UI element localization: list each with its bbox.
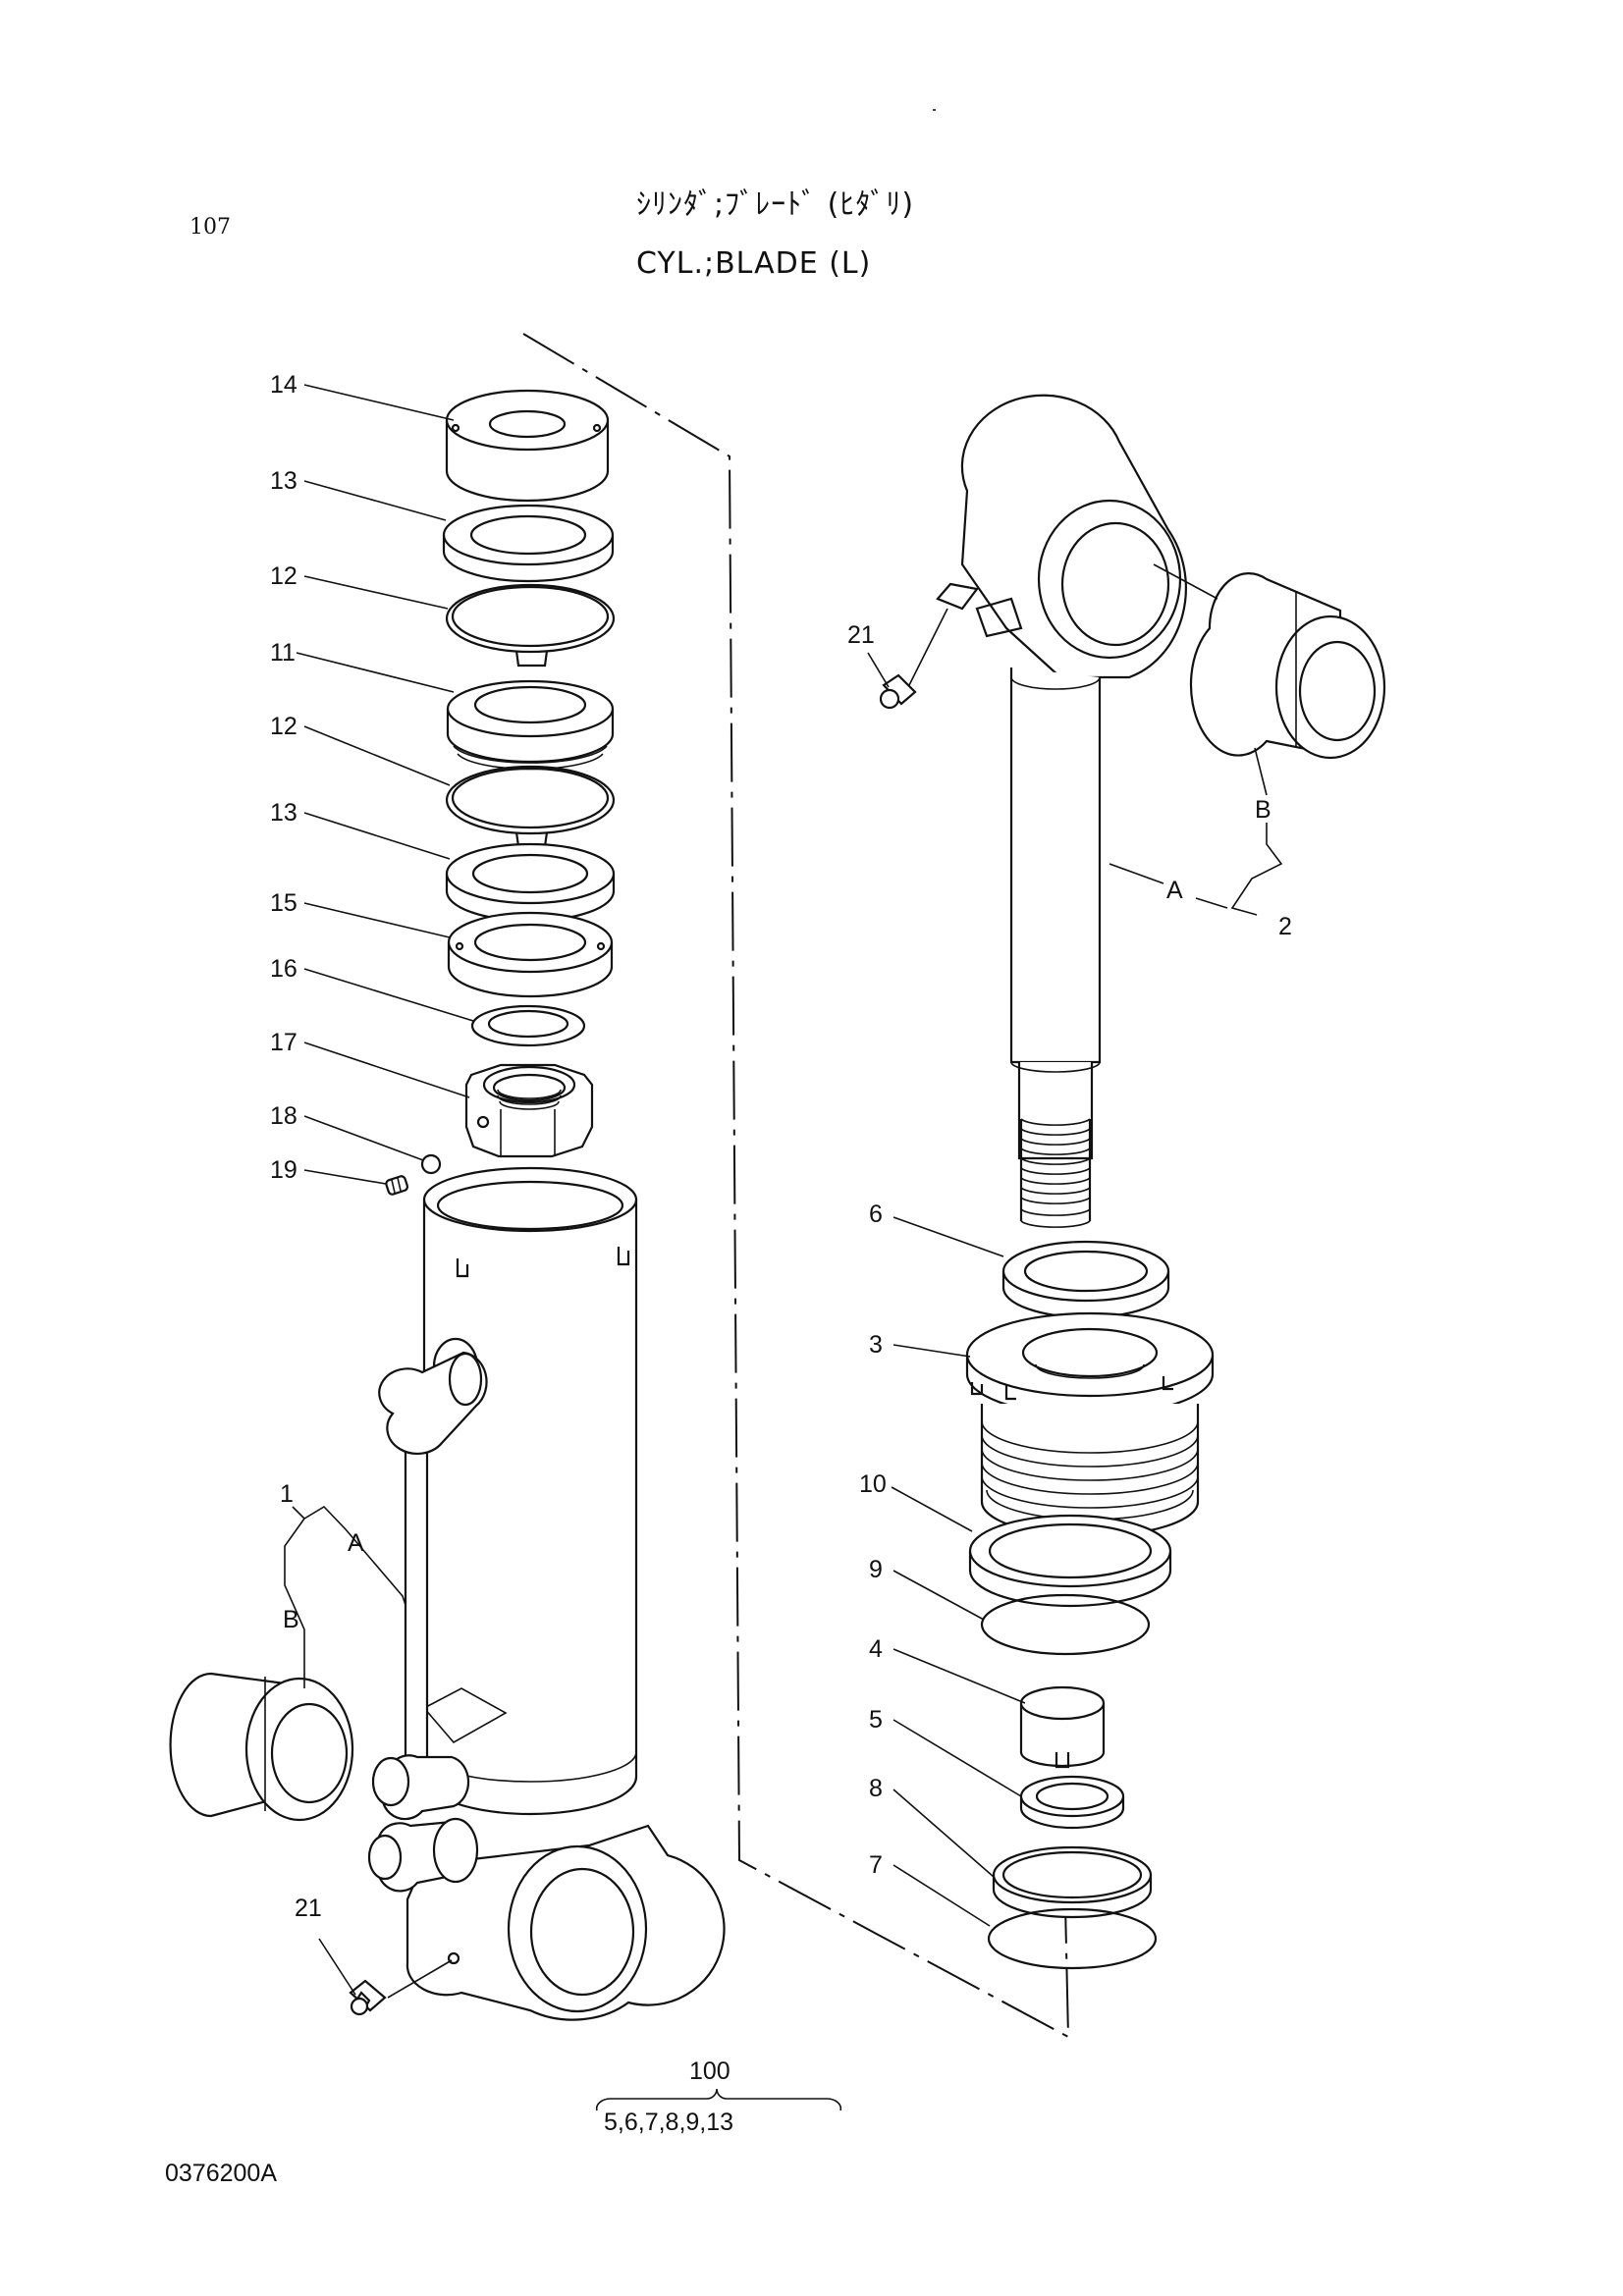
assembly-phantom-line: [522, 333, 1070, 2039]
callout-21-left: 21: [295, 1895, 322, 1922]
kit-number: 100: [689, 2057, 730, 2085]
callout-9: 9: [869, 1556, 883, 1583]
left-grease-fitting: [349, 1979, 387, 2016]
piston-rod: [936, 394, 1187, 1228]
callout-15: 15: [270, 889, 298, 917]
part-16-o-ring: [470, 1004, 586, 1047]
callout-2: 2: [1278, 913, 1292, 940]
right-bushing: [1189, 572, 1386, 760]
callout-4: 4: [869, 1635, 883, 1663]
page-number: 107: [189, 215, 231, 240]
leader-lines: [284, 384, 1283, 1999]
callout-10: 10: [859, 1470, 887, 1498]
callout-13-lower: 13: [270, 799, 298, 827]
part-12-backup-ring-lower: [445, 765, 616, 848]
part-18-ball: [420, 1153, 442, 1175]
part-10-ring: [968, 1514, 1172, 1608]
callout-7: 7: [869, 1851, 883, 1879]
part-15-ring: [447, 911, 614, 998]
callout-labels: 14 13 12 11 12 13 15 16 17 18 19 1 A B 2…: [270, 371, 1292, 1922]
part-7-o-ring: [987, 1907, 1158, 1970]
callout-21-right: 21: [847, 621, 875, 649]
part-3-cylinder-head: [965, 1311, 1215, 1538]
part-5-ring: [1019, 1775, 1125, 1830]
part-17-nut: [464, 1063, 594, 1158]
title-japanese: ｼﾘﾝﾀﾞ;ﾌﾞﾚｰﾄﾞ (ﾋﾀﾞﾘ): [636, 187, 914, 222]
callout-19: 19: [270, 1156, 298, 1184]
callout-11: 11: [270, 639, 296, 667]
callout-3: 3: [869, 1331, 883, 1359]
callout-left-a: A: [348, 1529, 364, 1557]
callout-right-a: A: [1166, 877, 1183, 904]
left-bushing: [169, 1672, 354, 1822]
callout-12-upper: 12: [270, 562, 298, 590]
callout-16: 16: [270, 955, 298, 983]
part-13-seal-upper: [442, 504, 615, 583]
callout-1: 1: [280, 1480, 294, 1508]
callout-17: 17: [270, 1029, 298, 1056]
part-11-wear-ring: [446, 679, 615, 771]
part-9-o-ring: [980, 1593, 1151, 1656]
part-8-ring: [992, 1845, 1153, 1919]
callout-14: 14: [270, 371, 298, 399]
callout-right-b: B: [1255, 796, 1271, 824]
callout-12-lower: 12: [270, 713, 298, 740]
kit-contents: 5,6,7,8,9,13: [604, 2109, 733, 2136]
callout-5: 5: [869, 1706, 883, 1734]
part-4-bushing: [1019, 1685, 1106, 1769]
callout-18: 18: [270, 1102, 298, 1130]
callout-6: 6: [869, 1201, 883, 1228]
part-12-backup-ring-upper: [445, 583, 616, 667]
part-13-seal-lower: [445, 842, 616, 923]
cylinder-tube: [367, 1166, 726, 2021]
callout-left-b: B: [283, 1606, 299, 1633]
title-english: CYL.;BLADE (L): [636, 246, 871, 281]
part-14-ring: [445, 389, 610, 503]
right-grease-fitting: [879, 673, 917, 710]
kit-callout: 100 5,6,7,8,9,13: [595, 2057, 842, 2136]
part-6-seal: [1001, 1240, 1170, 1319]
callout-13-upper: 13: [270, 467, 298, 495]
gland-parts-stack: [385, 389, 616, 1196]
callout-8: 8: [869, 1775, 883, 1802]
drawing-number: 0376200A: [165, 2160, 277, 2187]
part-19-set-screw: [385, 1175, 409, 1196]
